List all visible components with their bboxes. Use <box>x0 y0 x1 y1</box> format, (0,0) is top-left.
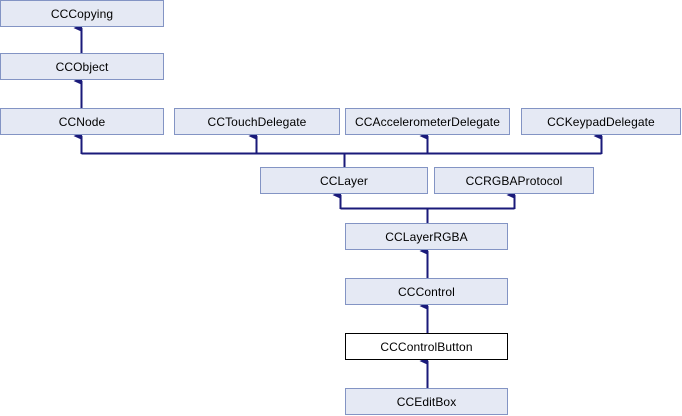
class-node-label: CCControlButton <box>380 339 473 354</box>
class-node-label: CCTouchDelegate <box>207 114 307 129</box>
class-node-cccontrolbutton[interactable]: CCControlButton <box>345 333 508 360</box>
class-node-cckeypaddelegate[interactable]: CCKeypadDelegate <box>521 108 681 135</box>
class-node-label: CCLayerRGBA <box>385 229 468 244</box>
class-node-cccontrol[interactable]: CCControl <box>345 278 508 305</box>
class-node-label: CCRGBAProtocol <box>465 173 563 188</box>
class-node-cccopying[interactable]: CCCopying <box>0 0 164 27</box>
class-node-label: CCLayer <box>319 173 369 188</box>
class-node-label: CCControl <box>398 284 455 299</box>
class-node-ccobject[interactable]: CCObject <box>0 53 164 80</box>
class-node-ccnode[interactable]: CCNode <box>0 108 164 135</box>
class-node-ccrgbaprotocol[interactable]: CCRGBAProtocol <box>434 167 594 194</box>
class-node-label: CCObject <box>55 59 109 74</box>
class-node-cceditbox[interactable]: CCEditBox <box>345 388 508 415</box>
class-node-label: CCEditBox <box>396 394 457 409</box>
class-node-cctouchdelegate[interactable]: CCTouchDelegate <box>174 108 340 135</box>
class-node-ccaccelerometerdelegate[interactable]: CCAccelerometerDelegate <box>345 108 510 135</box>
class-node-label: CCKeypadDelegate <box>547 114 655 129</box>
class-node-cclayer[interactable]: CCLayer <box>260 167 428 194</box>
class-node-label: CCAccelerometerDelegate <box>354 114 501 129</box>
class-node-label: CCNode <box>58 114 106 129</box>
class-node-label: CCCopying <box>50 6 114 21</box>
class-node-cclayerrgba[interactable]: CCLayerRGBA <box>345 223 508 250</box>
